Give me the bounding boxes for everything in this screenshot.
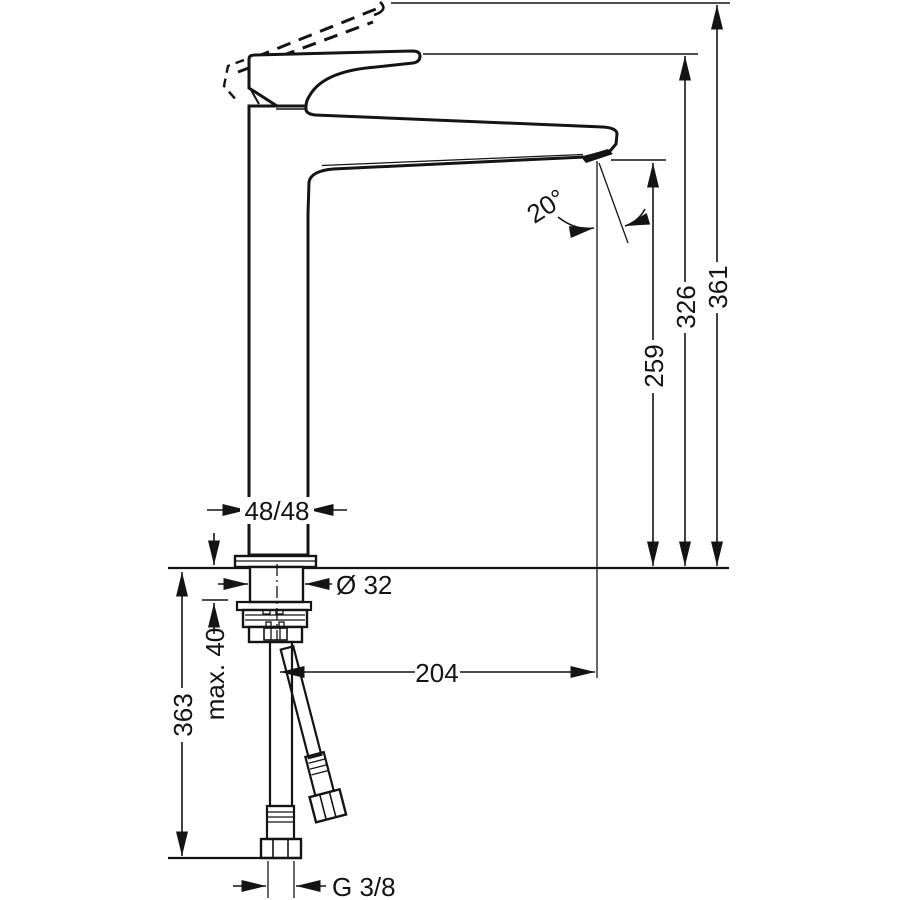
spout-aerator bbox=[581, 149, 613, 163]
handle-front-edge bbox=[250, 89, 260, 105]
handle-tip-hook bbox=[373, 1, 385, 17]
hose-nut bbox=[259, 837, 303, 860]
faucet-body-spout bbox=[247, 104, 619, 557]
dim-handle-height-label: 326 bbox=[671, 285, 701, 328]
dim-hose-length-label: 363 bbox=[168, 693, 198, 736]
dim-body-section-label: 48/48 bbox=[244, 496, 309, 526]
dim-hose-length: 363 bbox=[168, 572, 198, 856]
dim-spout-reach-label: 204 bbox=[415, 658, 458, 688]
dim-spray-angle: 20° bbox=[521, 161, 651, 678]
mounting-nut bbox=[241, 608, 309, 629]
supply-hose-angled bbox=[279, 645, 348, 824]
supply-hose-straight bbox=[259, 640, 303, 860]
dim-spout-height: 259 bbox=[611, 159, 669, 566]
mounting-washer bbox=[235, 600, 313, 612]
dim-handle-height: 326 bbox=[423, 53, 701, 566]
dim-spout-height-label: 259 bbox=[639, 344, 669, 387]
dim-max-thickness: max. 40 bbox=[200, 533, 230, 720]
faucet-handle bbox=[247, 49, 422, 108]
dim-max-thickness-label: max. 40 bbox=[200, 628, 230, 721]
dim-spout-reach: 204 bbox=[280, 658, 595, 688]
hose-nut bbox=[308, 787, 348, 824]
dim-thread: G 3/8 bbox=[233, 861, 396, 900]
dim-total-height-label: 361 bbox=[703, 265, 733, 308]
spout-underside-highlight bbox=[321, 153, 584, 167]
dim-total-height: 361 bbox=[391, 2, 733, 566]
dim-hole-diameter: Ø 32 bbox=[218, 570, 392, 600]
dim-hole-diameter-label: Ø 32 bbox=[336, 570, 392, 600]
dim-spray-angle-label: 20° bbox=[521, 183, 570, 230]
dim-thread-label: G 3/8 bbox=[332, 872, 396, 900]
spray-direction-line bbox=[598, 162, 629, 244]
dim-body-section: 48/48 bbox=[207, 496, 347, 526]
